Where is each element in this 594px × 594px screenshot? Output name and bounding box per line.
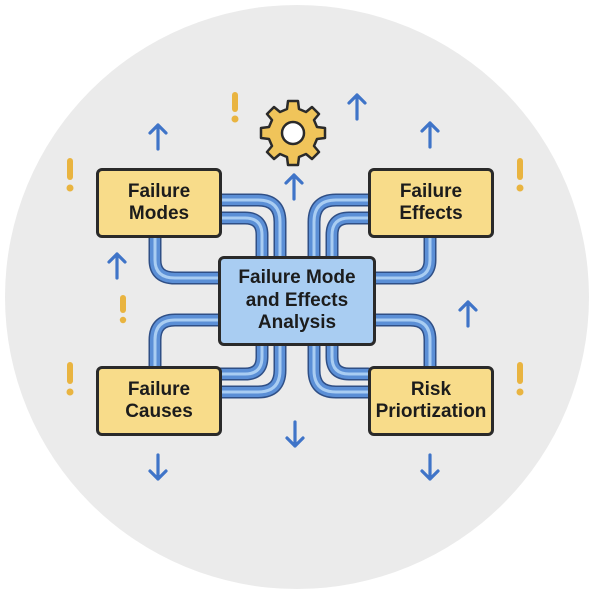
arrow-up-icon — [148, 123, 168, 151]
exclamation-icon — [516, 158, 524, 192]
arrow-icons — [107, 93, 478, 481]
pipe-causes-1 — [213, 337, 287, 399]
exclamation-icon — [231, 92, 239, 123]
exclamation-icon — [66, 158, 74, 192]
node-failure-causes: Failure Causes — [96, 366, 222, 436]
arrow-up-icon — [347, 93, 367, 121]
node-risk-line1: Risk — [410, 378, 452, 400]
node-failure-modes-line1: Failure — [127, 180, 191, 202]
node-failure-effects-line1: Failure — [399, 180, 463, 202]
arrow-down-icon — [148, 453, 168, 481]
arrow-down-icon — [420, 453, 440, 481]
pipe-modes-1 — [213, 193, 287, 265]
center-line1: Failure Mode — [238, 267, 356, 289]
pipe-effects-3 — [367, 229, 437, 285]
arrow-up-icon — [458, 300, 478, 328]
center-line3: Analysis — [257, 312, 337, 334]
pipe-connectors — [148, 193, 437, 399]
pipe-risk-1 — [307, 337, 375, 399]
gear-icon — [259, 99, 327, 167]
center-line2: and Effects — [245, 289, 349, 311]
center-fmea-node: Failure Mode and Effects Analysis — [218, 256, 376, 346]
node-failure-effects: Failure Effects — [368, 168, 494, 238]
node-risk-prioritization: Risk Priortization — [368, 366, 494, 436]
exclamation-icon — [66, 362, 74, 396]
pipe-modes-3 — [148, 229, 225, 285]
pipe-risk-3 — [367, 313, 437, 375]
node-risk-line2: Priortization — [375, 401, 487, 422]
node-failure-modes: Failure Modes — [96, 168, 222, 238]
exclamation-icons — [66, 92, 524, 396]
arrow-down-icon — [285, 420, 305, 448]
exclamation-icon — [516, 362, 524, 396]
arrow-up-icon — [107, 252, 127, 280]
pipe-causes-3 — [148, 313, 225, 375]
arrow-up-icon — [420, 121, 440, 149]
pipe-effects-1 — [307, 193, 381, 265]
arrow-up-icon — [284, 173, 304, 201]
node-failure-causes-line1: Failure — [127, 378, 191, 400]
pipe-effects-2 — [325, 211, 381, 265]
pipe-risk-2 — [325, 337, 375, 381]
pipe-modes-2 — [213, 211, 269, 265]
pipe-causes-2 — [213, 337, 269, 381]
node-failure-modes-line2: Modes — [128, 203, 190, 224]
exclamation-icon — [119, 295, 127, 324]
node-failure-causes-line2: Causes — [125, 401, 193, 422]
node-failure-effects-line2: Effects — [399, 203, 463, 224]
